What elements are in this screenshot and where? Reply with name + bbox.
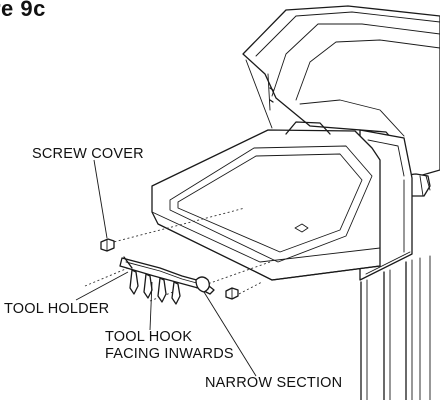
label-tool-holder: TOOL HOLDER [4, 301, 110, 317]
side-shelf [151, 121, 381, 281]
cabinet-legs [360, 255, 431, 401]
label-tool-hook: TOOL HOOK FACING INWARDS [105, 329, 234, 363]
label-narrow-section: NARROW SECTION [205, 375, 343, 391]
label-tool-hook-line2: FACING INWARDS [105, 346, 234, 362]
tool-holder [119, 256, 215, 305]
figure-title: re 9c [0, 0, 46, 21]
screw-covers [100, 238, 239, 300]
leader-lines [75, 159, 257, 377]
label-tool-hook-line1: TOOL HOOK [105, 329, 193, 345]
label-screw-cover: SCREW COVER [32, 146, 144, 162]
